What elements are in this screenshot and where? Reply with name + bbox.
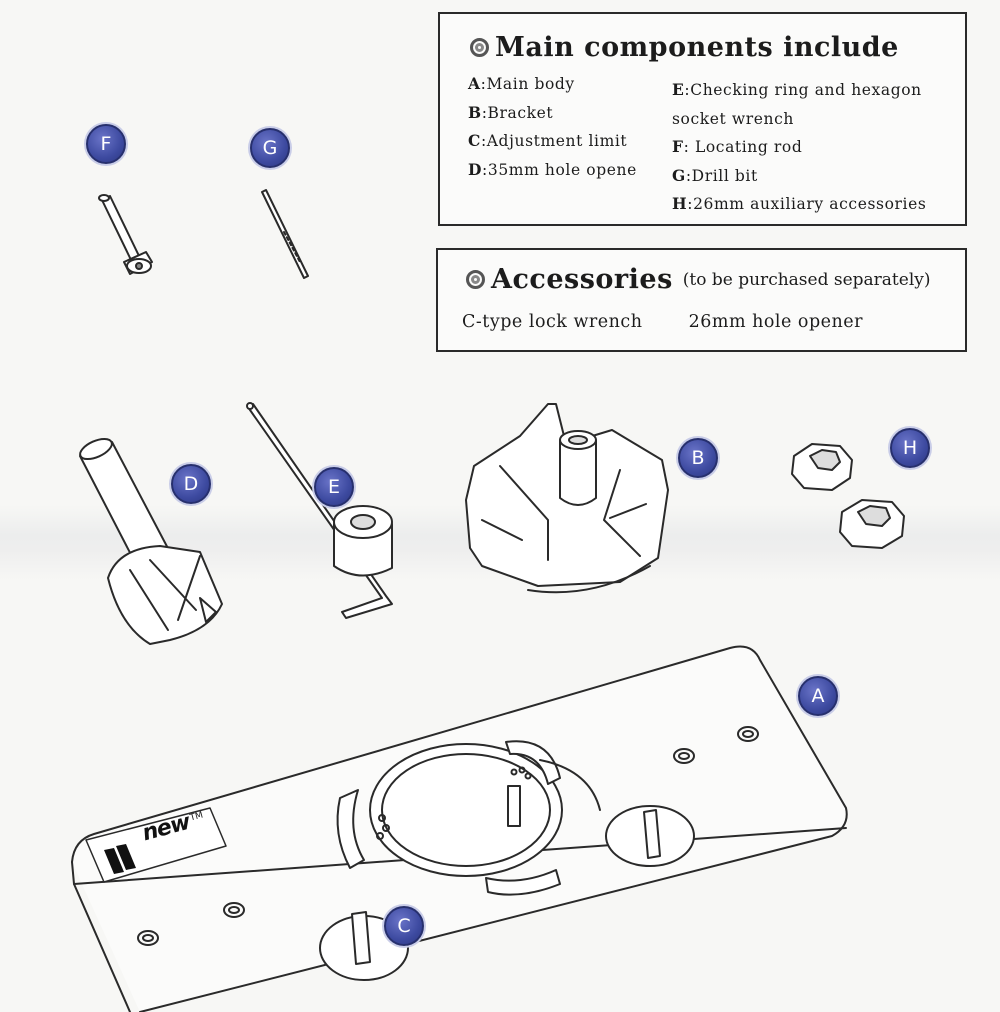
drill-bit-drawing (261, 189, 309, 279)
accessories-list: C-type lock wrench 26mm hole opener (462, 312, 863, 332)
accessories-box: Accessories (to be purchased separately)… (436, 248, 967, 352)
component-item-b: B:Bracket (468, 102, 554, 122)
hex-wrench-drawing (246, 402, 393, 619)
badge-c: C (384, 906, 424, 946)
component-item-a: A:Main body (468, 74, 575, 93)
circle-bullet-icon (470, 38, 489, 57)
components-column-2: E:Checking ring and hexagon socket wrenc… (672, 76, 926, 219)
badge-b: B (678, 438, 718, 478)
badge-h: H (890, 428, 930, 468)
accessory-item-lock-wrench: C-type lock wrench (462, 312, 643, 332)
component-item-c: C:Adjustment limit (468, 131, 628, 150)
brand-logo-text: new (139, 809, 193, 846)
checking-ring-drawing (333, 505, 393, 577)
component-item-e: E:Checking ring and hexagon (672, 80, 922, 99)
badge-g: G (250, 128, 290, 168)
accessories-subtitle: (to be purchased separately) (682, 269, 931, 290)
component-item-f: F: Locating rod (672, 137, 803, 156)
accessory-item-hole-opener: 26mm hole opener (688, 312, 864, 332)
main-components-box: Main components include A:Main body B:Br… (438, 12, 967, 226)
hex-socket-drawing (791, 443, 905, 549)
logo-mark-drawing (104, 844, 136, 874)
component-item-h: H:26mm auxiliary accessories (672, 194, 927, 213)
main-components-title: Main components include (470, 32, 899, 63)
circle-bullet-icon (466, 270, 485, 289)
badge-a: A (798, 676, 838, 716)
component-item-g: G:Drill bit (672, 165, 758, 185)
main-components-title-text: Main components include (495, 32, 899, 63)
hole-opener-drawing (79, 437, 223, 645)
locating-rod-drawing (98, 194, 153, 275)
accessories-title-text: Accessories (491, 264, 673, 295)
component-item-d: D:35mm hole opene (468, 159, 637, 179)
badge-e: E (314, 467, 354, 507)
accessories-title: Accessories (to be purchased separately) (466, 264, 931, 295)
components-column-1: A:Main body B:Bracket C:Adjustment limit… (468, 70, 637, 184)
badge-f: F (86, 124, 126, 164)
badge-d: D (171, 464, 211, 504)
main-body-drawing (71, 645, 848, 1012)
component-item-e-cont: socket wrench (672, 109, 794, 128)
bracket-drawing (465, 403, 669, 594)
